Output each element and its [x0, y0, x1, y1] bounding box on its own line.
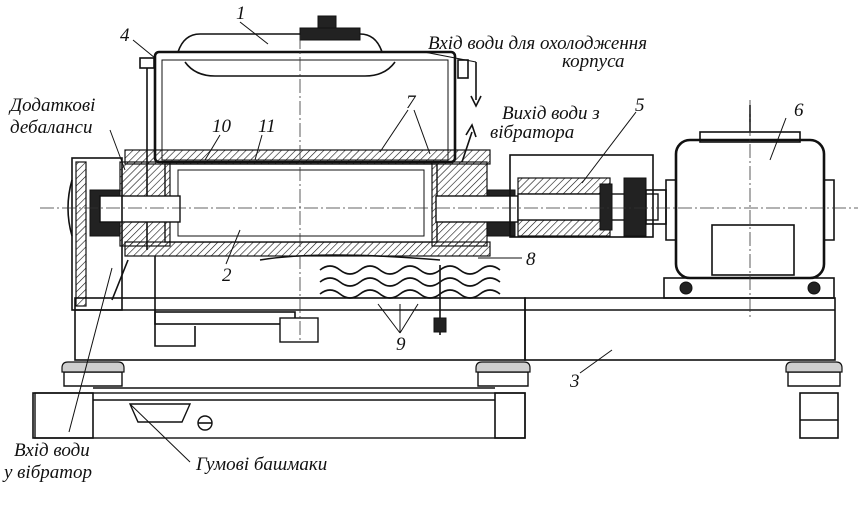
- label-water-out-2: вібратора: [490, 122, 575, 143]
- cylinder: [89, 149, 519, 257]
- label-1: 1: [236, 3, 246, 24]
- base-frame: [32, 297, 839, 439]
- label-rubber-shoes: Гумові башмаки: [196, 454, 328, 475]
- label-water-out-1: Вихід води з: [502, 103, 600, 124]
- label-extra-unbalances-2: дебаланси: [10, 117, 93, 138]
- label-10: 10: [212, 116, 231, 137]
- electric-motor: [663, 105, 835, 299]
- leader-lines: [68, 21, 787, 463]
- rubber-shoes: [61, 361, 843, 431]
- lower-shroud: [154, 254, 441, 347]
- label-3: 3: [570, 371, 580, 392]
- label-2: 2: [222, 265, 232, 286]
- label-water-in-body-2: корпуса: [562, 51, 625, 72]
- label-extra-unbalances-1: Додаткові: [10, 95, 96, 116]
- coupling-shaft: [509, 154, 667, 238]
- water-pipes: [111, 62, 482, 301]
- label-9: 9: [396, 334, 406, 355]
- label-water-in-vibrator-2: у вібратор: [4, 462, 92, 483]
- label-6: 6: [794, 100, 804, 121]
- label-water-in-body-1: Вхід води для охолодження: [428, 33, 648, 54]
- label-4: 4: [120, 25, 130, 46]
- springs: [319, 265, 501, 335]
- additional-unbalances: [67, 157, 123, 311]
- label-7: 7: [406, 92, 416, 113]
- label-8: 8: [526, 249, 536, 270]
- label-5: 5: [635, 95, 645, 116]
- label-11: 11: [258, 116, 276, 137]
- label-water-in-vibrator-1: Вхід води: [14, 440, 90, 461]
